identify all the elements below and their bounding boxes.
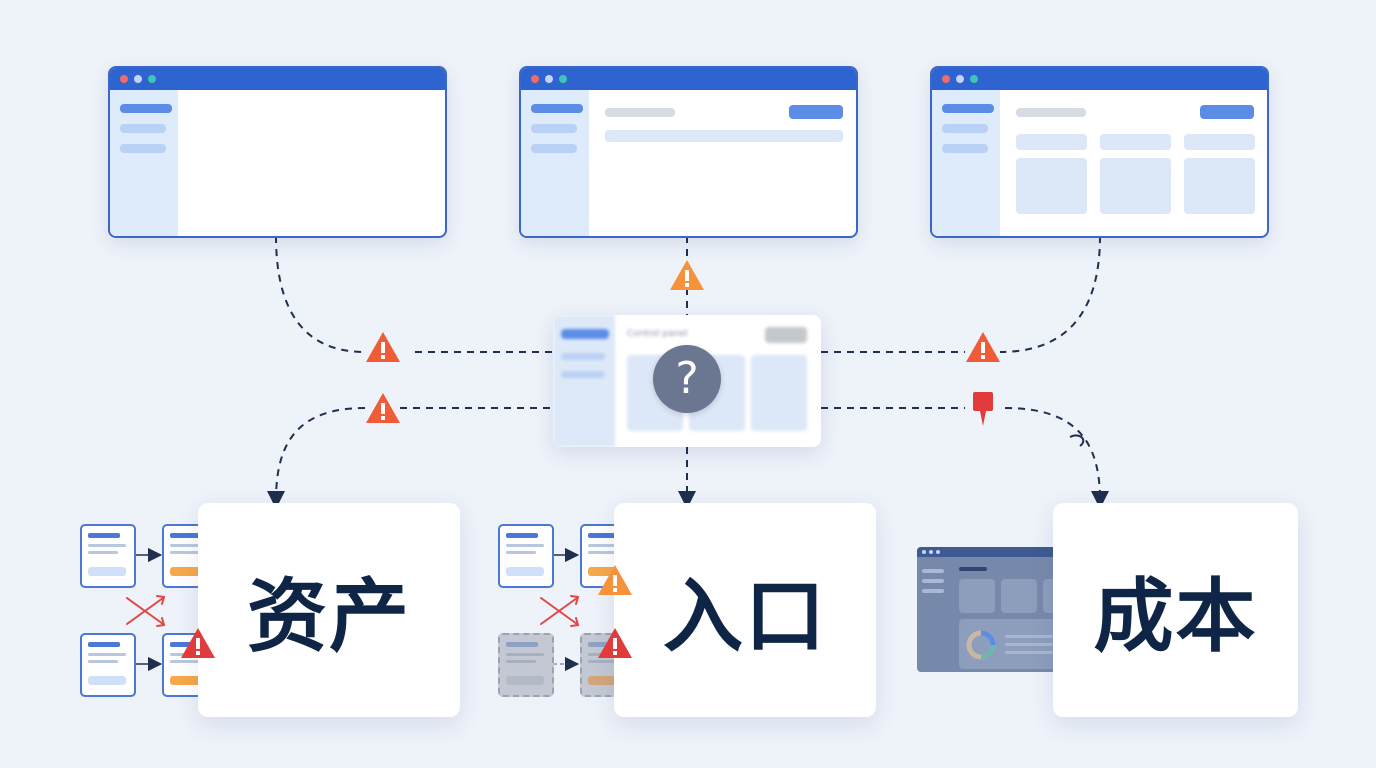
flag-icon xyxy=(973,392,993,426)
warning-icon xyxy=(966,332,1000,362)
primary-button-shape xyxy=(789,105,843,119)
primary-button-shape xyxy=(1200,105,1254,119)
maximize-dot-icon xyxy=(970,75,978,83)
browser-window-grid xyxy=(930,66,1269,238)
card-assets: 资产 xyxy=(198,503,460,717)
question-icon: ? xyxy=(653,345,721,413)
dashboard-thumbnail xyxy=(917,547,1057,672)
browser-window-blank xyxy=(108,66,447,238)
window-titlebar xyxy=(521,68,856,90)
window-titlebar xyxy=(110,68,445,90)
window-titlebar xyxy=(932,68,1267,90)
close-dot-icon xyxy=(942,75,950,83)
window-sidebar xyxy=(932,90,1000,236)
donut-chart-icon xyxy=(966,630,996,660)
close-dot-icon xyxy=(120,75,128,83)
window-sidebar xyxy=(110,90,178,236)
maximize-dot-icon xyxy=(559,75,567,83)
panel-title: Control panel xyxy=(627,329,688,339)
cross-icon xyxy=(540,595,580,627)
asset-doc-card xyxy=(80,524,136,588)
entry-doc-card xyxy=(498,524,554,588)
warning-icon xyxy=(598,565,632,595)
warning-icon xyxy=(366,393,400,423)
cross-icon xyxy=(126,595,166,627)
squiggle xyxy=(1069,434,1085,447)
maximize-dot-icon xyxy=(148,75,156,83)
warning-icon xyxy=(181,628,215,658)
card-label: 成本 xyxy=(1093,570,1258,663)
link-to-card3 xyxy=(1004,407,1109,509)
card-label: 入口 xyxy=(663,570,827,663)
link-window3-panel xyxy=(999,235,1101,353)
window-sidebar xyxy=(521,90,589,236)
minimize-dot-icon xyxy=(956,75,964,83)
warning-icon xyxy=(598,628,632,658)
card-entry: 入口 xyxy=(614,503,876,717)
asset-doc-card xyxy=(80,633,136,697)
link-to-card1 xyxy=(267,407,366,509)
close-dot-icon xyxy=(531,75,539,83)
warning-icon xyxy=(670,260,704,290)
minimize-dot-icon xyxy=(545,75,553,83)
card-cost: 成本 xyxy=(1053,503,1298,717)
warning-icon xyxy=(366,332,400,362)
entry-doc-card-ghost xyxy=(498,633,554,697)
card-label: 资产 xyxy=(247,570,411,663)
minimize-dot-icon xyxy=(134,75,142,83)
link-window1-panel xyxy=(275,235,366,353)
browser-window-form xyxy=(519,66,858,238)
control-panel: Control panel ? xyxy=(553,315,821,447)
